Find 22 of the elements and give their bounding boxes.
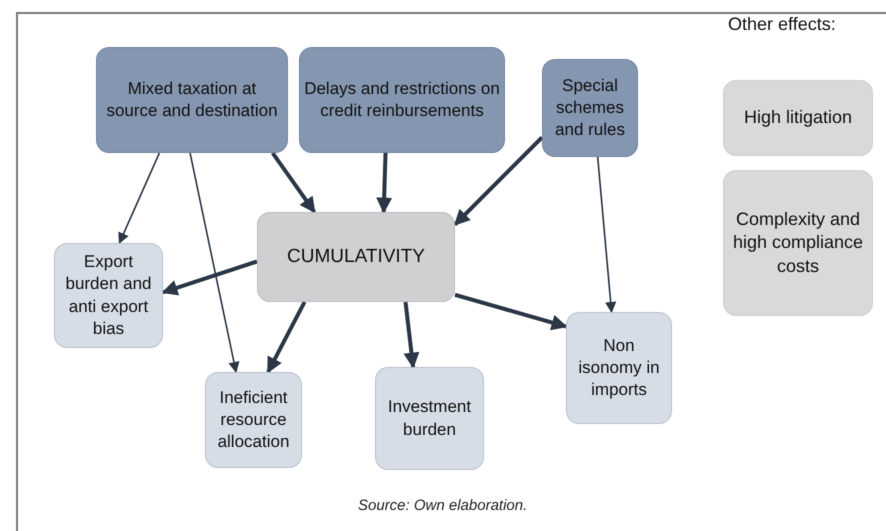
arrow	[454, 136, 544, 226]
cause-box: Mixed taxation at source and destination	[96, 47, 288, 153]
arrow	[266, 301, 306, 374]
arrow	[596, 156, 616, 314]
cause-box: Special schemes and rules	[542, 59, 638, 157]
arrow	[161, 260, 258, 296]
arrow	[376, 152, 392, 214]
arrow	[118, 152, 160, 244]
arrow	[271, 152, 316, 214]
section-heading: Other effects:	[728, 14, 836, 35]
effect-box: Non isonomy in imports	[566, 312, 672, 424]
arrow	[189, 152, 240, 374]
cause-box: Delays and restrictions on credit reinbursements	[299, 47, 505, 153]
caption: Source: Own elaboration.	[358, 497, 528, 514]
effect-box: Export burden and anti export bias	[54, 243, 163, 348]
arrow	[404, 302, 420, 369]
arrow	[454, 292, 568, 330]
central-box: CUMULATIVITY	[257, 212, 455, 302]
other-effect-box: Complexity and high compliance costs	[723, 170, 873, 316]
effect-box: Ineficient resource allocation	[205, 372, 302, 468]
effect-box: Investment burden	[375, 367, 484, 470]
other-effect-box: High litigation	[723, 80, 873, 156]
